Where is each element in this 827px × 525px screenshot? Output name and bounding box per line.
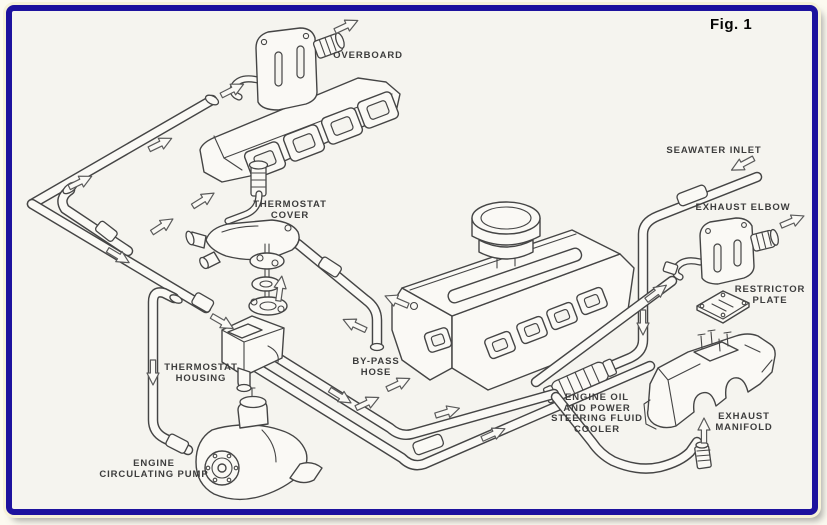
seawater-inlet-pipe <box>611 177 757 366</box>
overboard-outlet-fitting <box>312 32 345 59</box>
label-thermostat-cover: THERMOSTAT COVER <box>253 199 327 221</box>
restrictor-plate-drawing <box>696 290 750 324</box>
label-exhaust-manifold: EXHAUST MANIFOLD <box>715 411 773 433</box>
thermostat-cover-hoses <box>61 160 269 251</box>
thermostat-cover-drawing <box>185 219 300 270</box>
label-bypass-hose: BY-PASS HOSE <box>352 356 400 378</box>
label-exhaust-elbow: EXHAUST ELBOW <box>695 202 791 213</box>
flow-arrow-icon <box>189 187 218 213</box>
label-oil-cooler: ENGINE OIL AND POWER STEERING FLUID COOL… <box>551 392 643 435</box>
label-restrictor-plate: RESTRICTOR PLATE <box>734 284 806 306</box>
engine-block-drawing <box>391 201 635 391</box>
thermostat-housing-drawing <box>221 315 285 393</box>
lower-water-pipes <box>254 348 697 469</box>
flow-arrow-icon <box>340 313 370 337</box>
top-exhaust-elbow-drawing <box>229 27 345 111</box>
engine-circulating-pump-drawing <box>195 387 323 501</box>
label-overboard: OVERBOARD <box>333 50 403 61</box>
flow-arrow-icon <box>778 209 807 232</box>
flow-arrow-icon <box>148 213 177 239</box>
left-vertical-pipe <box>153 292 190 454</box>
engine-exhaust-ports <box>423 286 608 360</box>
label-thermostat-housing: THERMOSTAT HOUSING <box>164 362 238 384</box>
label-seawater-inlet: SEAWATER INLET <box>666 145 762 156</box>
exhaust-manifold-inlet-fitting <box>694 441 712 470</box>
bypass-hose-drawing <box>298 244 385 352</box>
exhaust-elbow-drawing <box>662 217 779 285</box>
label-engine-circulating-pump: ENGINE CIRCULATING PUMP <box>99 458 209 480</box>
figure-number: Fig. 1 <box>710 16 753 33</box>
top-exhaust-manifold-drawing <box>199 27 401 183</box>
exhaust-elbow-outlet-fitting <box>750 228 779 252</box>
right-exhaust-manifold-drawing <box>643 329 776 430</box>
flame-arrestor-drawing <box>471 201 541 269</box>
overboard-pipe-run <box>32 94 220 313</box>
flow-arrow-icon <box>331 14 361 38</box>
thermostat-gasket-stack <box>248 243 288 316</box>
